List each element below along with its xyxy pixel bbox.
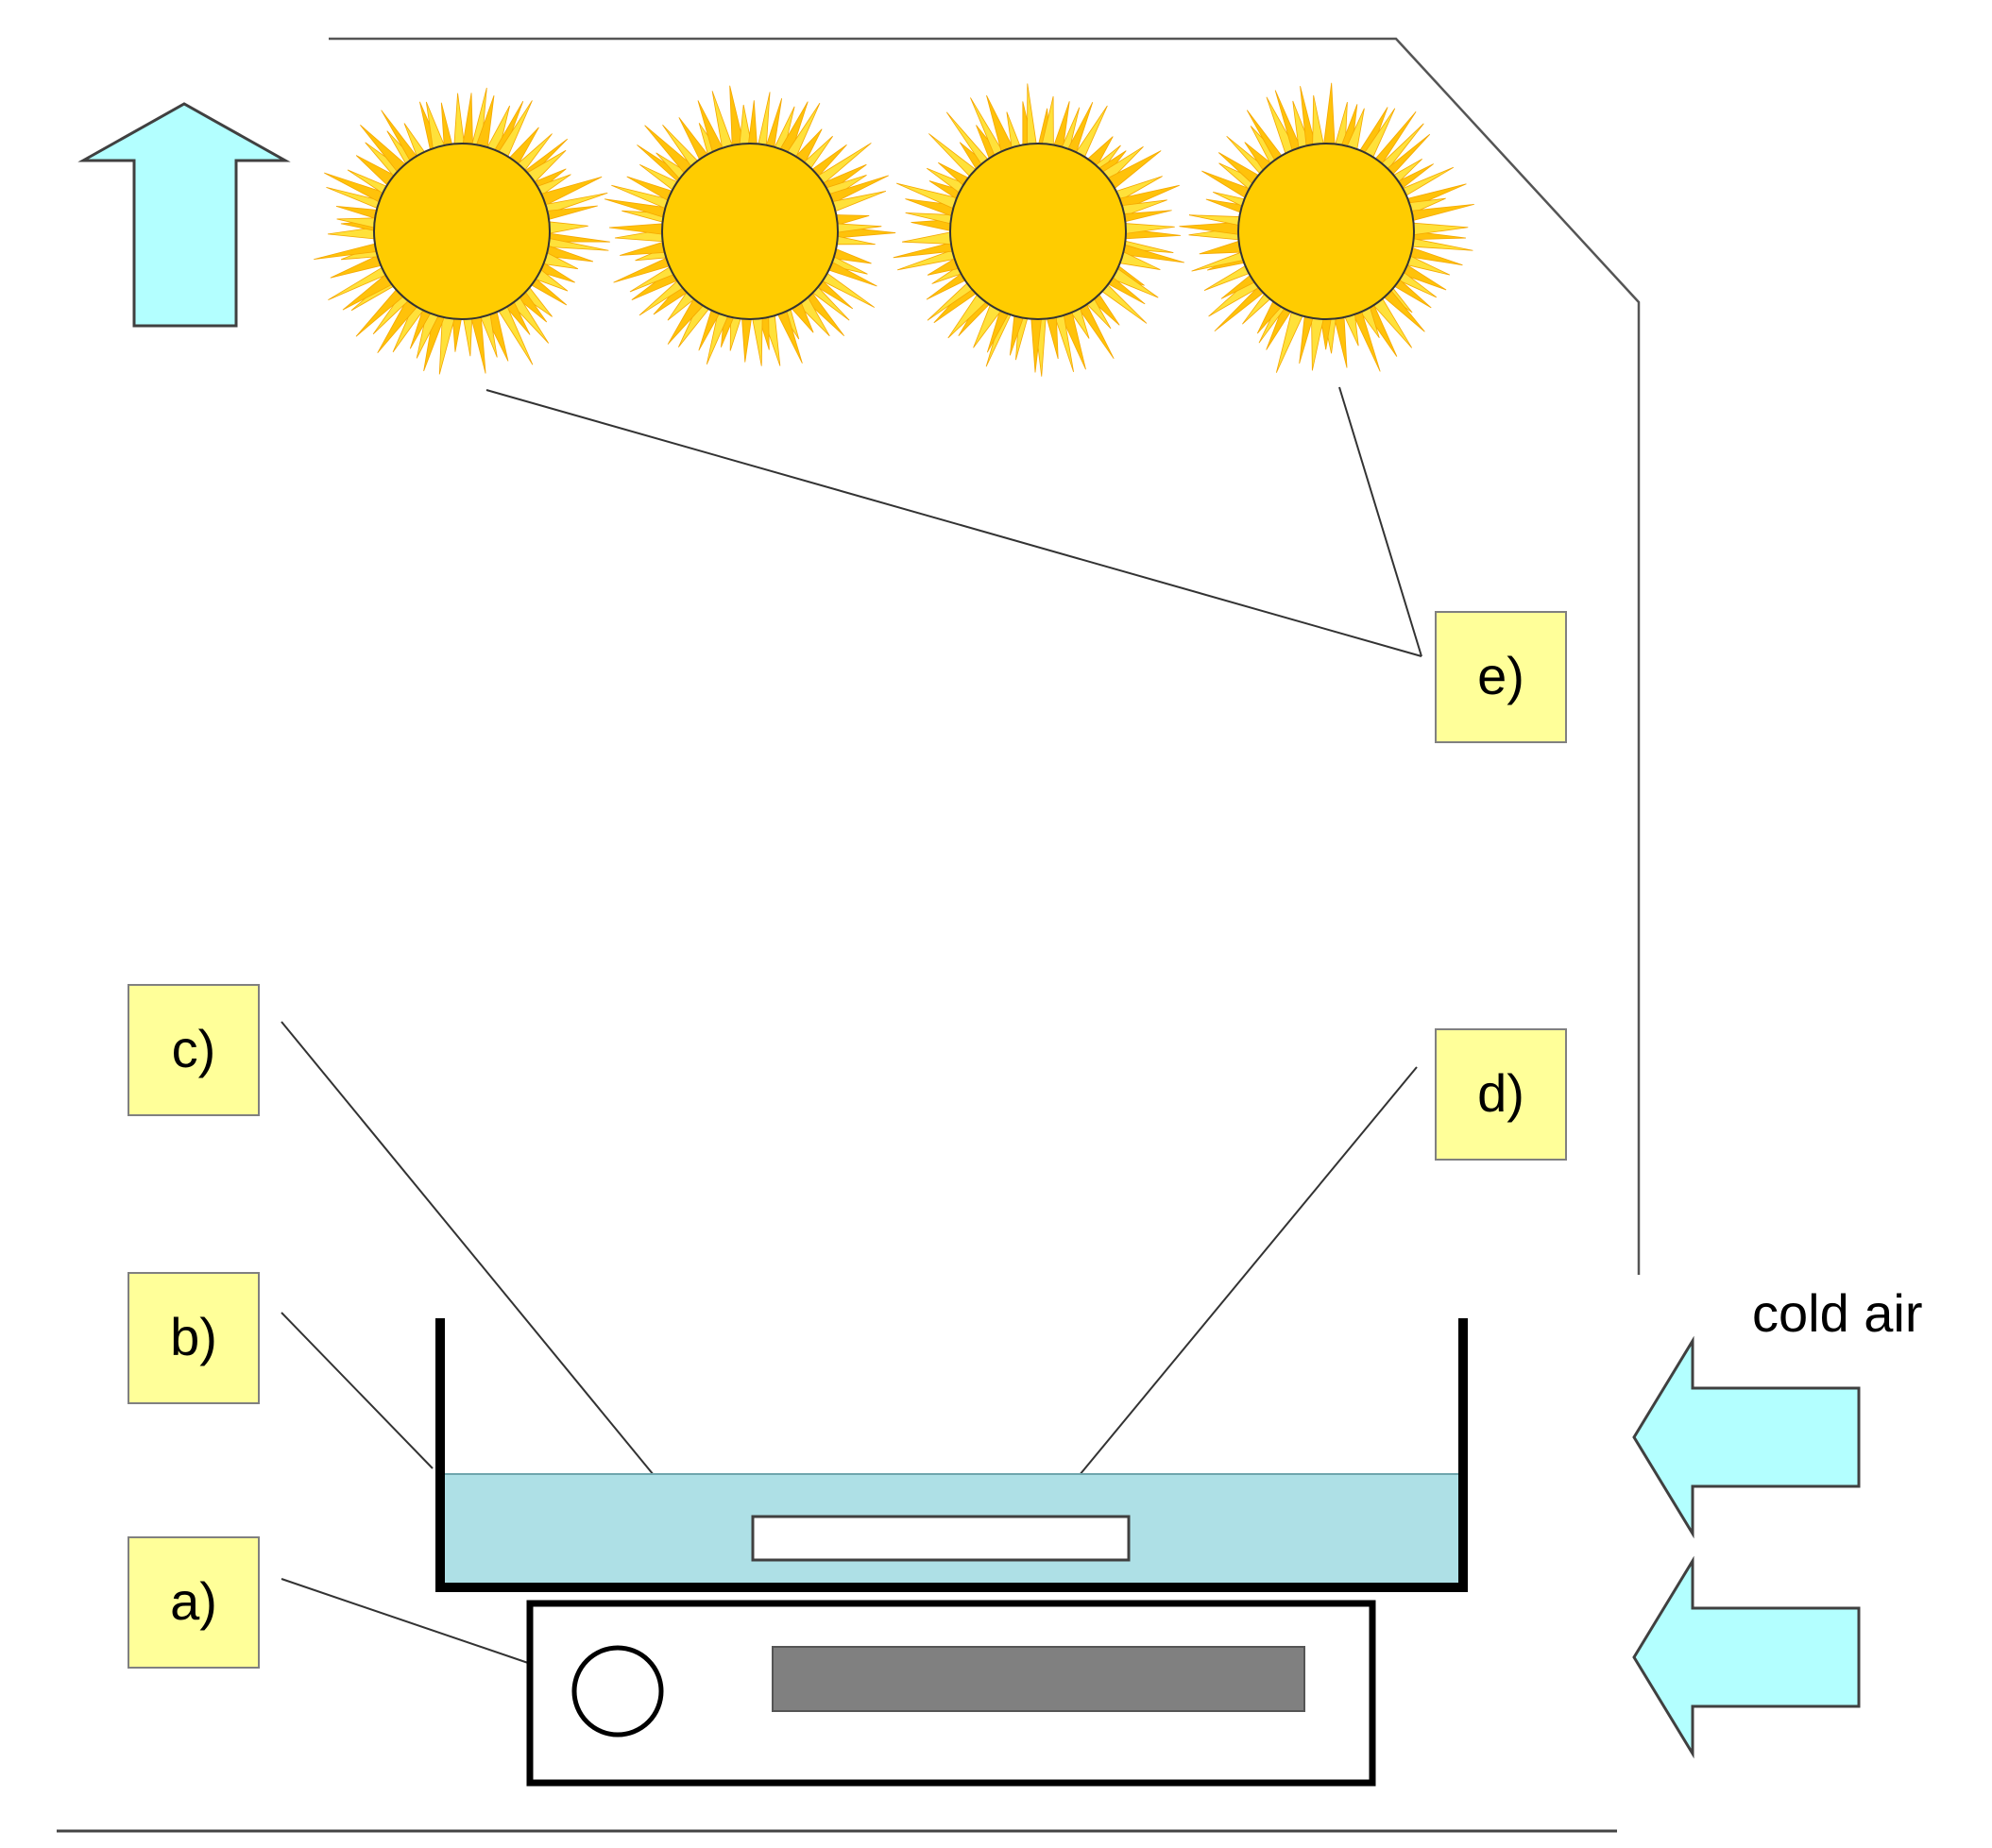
leader-line-e-right [1338,386,1422,657]
label-d-text: d) [1477,1063,1524,1123]
cold-air-caption: cold air [1752,1283,1923,1343]
label-c: c) [128,984,260,1116]
water-bath [435,1318,1468,1592]
label-e-text: e) [1477,646,1524,705]
bath-vessel [435,1318,1468,1592]
lamp-row [314,82,1474,377]
leader-line-e-left [485,389,1422,657]
arrow-up-icon [77,102,291,328]
heater-display-bar [772,1646,1305,1712]
leader-line-b [281,1312,434,1469]
leader-line-d [1033,1066,1418,1531]
control-knob [571,1645,664,1738]
label-e: e) [1435,611,1567,743]
label-a: a) [128,1536,260,1669]
enclosure-outline [57,37,1641,1833]
leader-line-c [281,1021,676,1502]
label-b: b) [128,1272,260,1404]
arrow-left-icon [1632,1335,1861,1539]
sun-icon [893,83,1184,377]
sun-icon [1179,82,1474,373]
leader-line-a [281,1578,532,1665]
sun-icon [314,87,610,375]
label-b-text: b) [170,1307,217,1366]
label-c-text: c) [172,1019,216,1078]
sun-icon [604,85,896,366]
leader-lines [281,386,1422,1665]
arrow-left-icon-lower [1632,1555,1861,1759]
sample-slide [751,1515,1131,1562]
hot-plate [526,1600,1376,1787]
label-a-text: a) [170,1571,217,1631]
label-d: d) [1435,1028,1567,1161]
